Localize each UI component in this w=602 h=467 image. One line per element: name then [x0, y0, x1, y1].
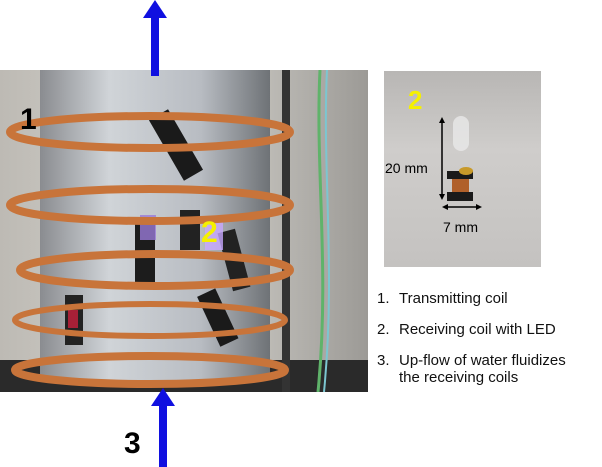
label-1: 1 — [20, 103, 37, 136]
legend-num: 1. — [377, 290, 390, 307]
legend-item: 2. Receiving coil with LED — [377, 321, 566, 338]
legend-text: Receiving coil with LED — [399, 321, 556, 338]
label-2-inset: 2 — [408, 85, 423, 115]
transmitting-coils — [6, 112, 294, 388]
up-arrow-top — [143, 0, 167, 76]
label-3: 3 — [124, 427, 141, 460]
legend-text: Up-flow of water fluidizes — [399, 352, 566, 369]
legend: 1. Transmitting coil 2. Receiving coil wit… — [377, 290, 566, 386]
coil-with-led-image — [439, 116, 482, 210]
fluidized-bed-photo — [0, 70, 368, 392]
width-dimension: 7 mm — [443, 219, 478, 235]
legend-text: Transmitting coil — [399, 290, 508, 307]
height-dimension: 20 mm — [385, 160, 428, 176]
legend-text-cont: the receiving coils — [399, 369, 519, 386]
legend-num: 2. — [377, 321, 390, 338]
label-2: 2 — [201, 216, 218, 249]
receiving-coil-photo: 2 20 mm 7 mm — [384, 71, 541, 267]
up-arrow-bottom — [151, 388, 175, 467]
legend-item: 1. Transmitting coil — [377, 290, 566, 307]
legend-num: 3. — [377, 352, 390, 369]
